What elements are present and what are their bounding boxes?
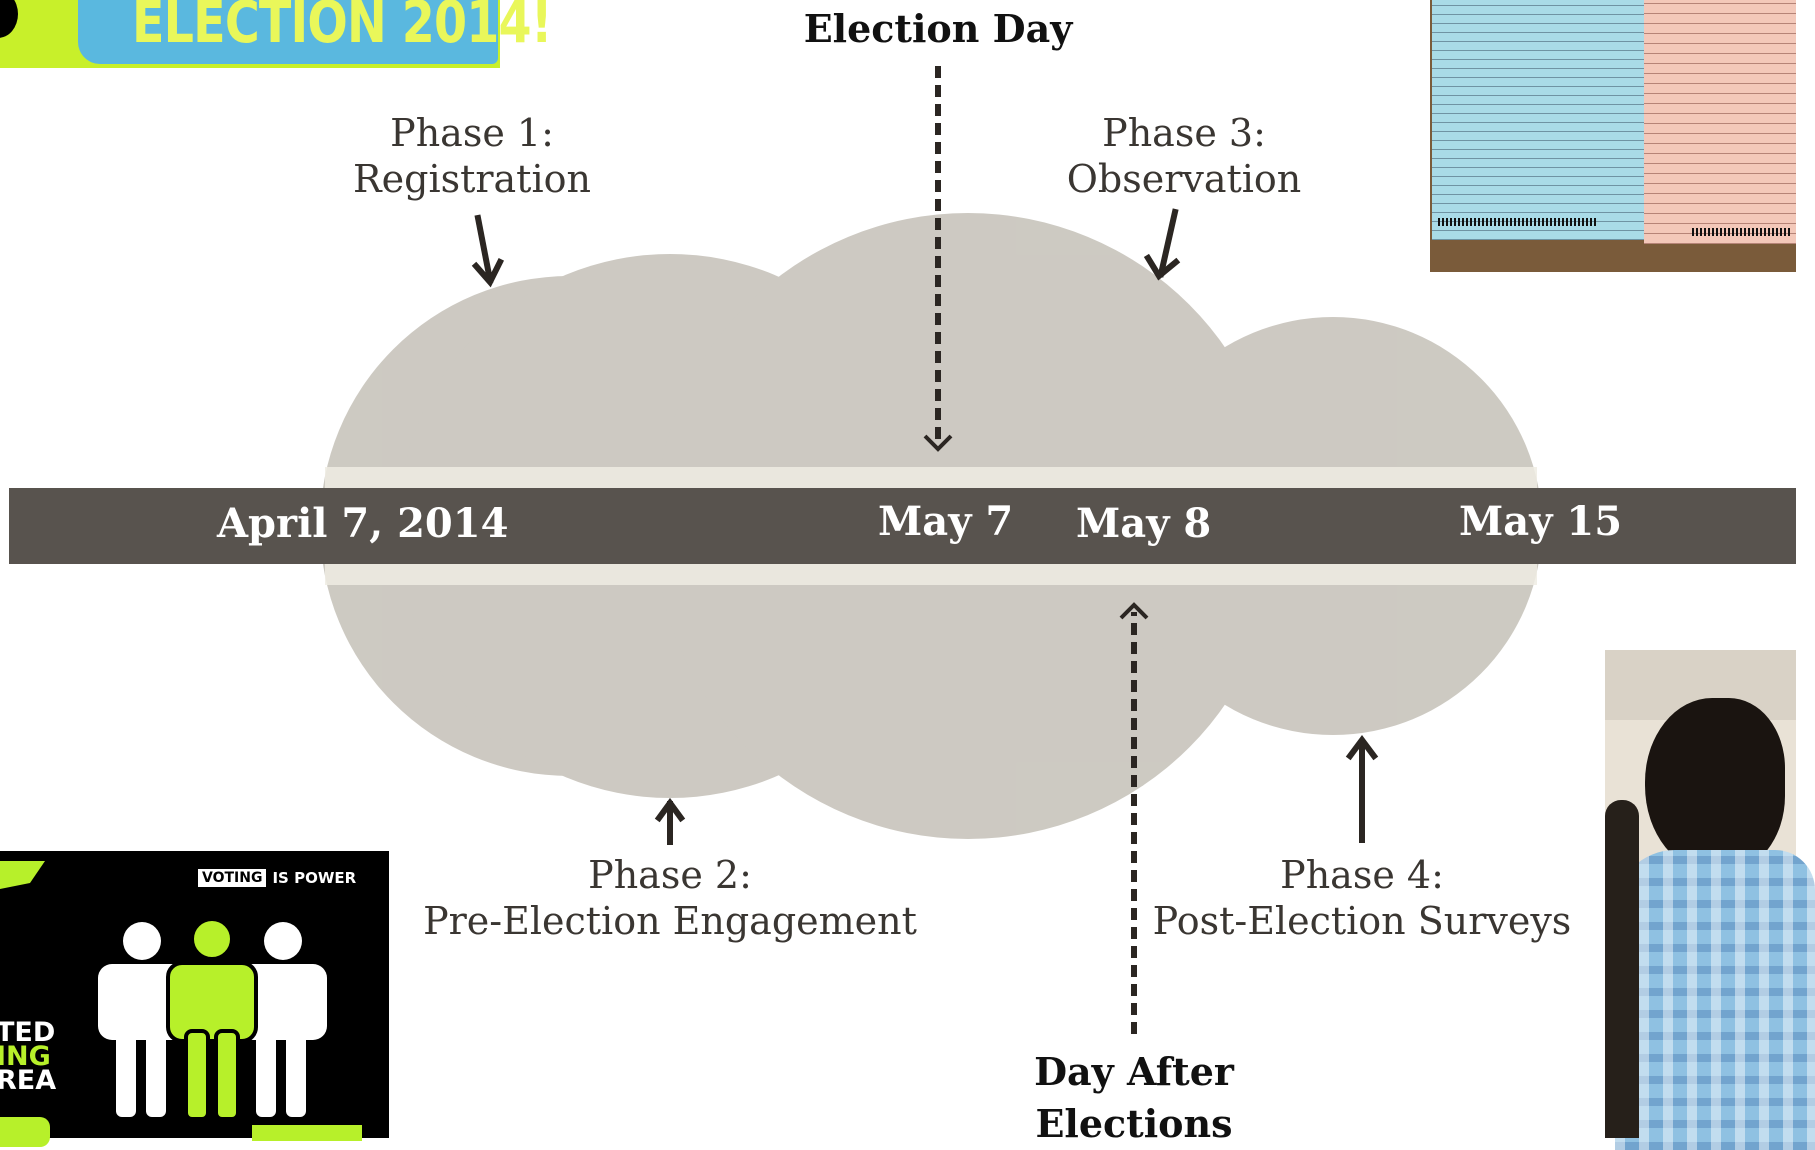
phase-2-subtitle: Pre-Election Engagement bbox=[423, 899, 917, 943]
date-may-15: May 15 bbox=[1459, 498, 1623, 545]
banner-text: ELECTION 2014! bbox=[132, 0, 553, 56]
form-photo bbox=[1430, 0, 1796, 272]
day-after-line-1: Day After bbox=[1034, 1049, 1234, 1094]
phase-1-title: Phase 1: bbox=[390, 111, 554, 155]
election-day-label: Election Day bbox=[803, 6, 1073, 51]
phase-1-arrowhead bbox=[471, 257, 505, 288]
poster-badge-suffix: IS POWER bbox=[272, 869, 357, 887]
banner-panel bbox=[78, 0, 498, 64]
phase-4-label: Phase 4: Post-Election Surveys bbox=[1112, 852, 1612, 944]
timeline-stripe-bottom bbox=[325, 564, 1537, 585]
date-may-7: May 7 bbox=[878, 498, 1014, 545]
phase-2-title: Phase 2: bbox=[588, 853, 752, 897]
timeline-diagram bbox=[9, 66, 1796, 1034]
phase-3-subtitle: Observation bbox=[1066, 157, 1302, 201]
phase-1-label: Phase 1: Registration bbox=[322, 110, 622, 202]
person-shirt bbox=[1615, 850, 1815, 1150]
barcode-right bbox=[1692, 228, 1792, 236]
person-head bbox=[1645, 698, 1785, 873]
phase-3-label: Phase 3: Observation bbox=[1034, 110, 1334, 202]
background-person bbox=[1605, 800, 1639, 1138]
phase-4-title: Phase 4: bbox=[1280, 853, 1444, 897]
phase-4-subtitle: Post-Election Surveys bbox=[1152, 899, 1572, 943]
poster-side-text: TED ING REA bbox=[0, 1017, 57, 1096]
phase-1-subtitle: Registration bbox=[353, 157, 591, 201]
phase-3-arrow bbox=[1157, 208, 1179, 278]
phase-3-title: Phase 3: bbox=[1102, 111, 1266, 155]
phase-2-arrowhead bbox=[654, 797, 686, 823]
pink-form-sheet bbox=[1644, 0, 1796, 244]
poster-badge-box: VOTING bbox=[198, 869, 267, 887]
poster-figures bbox=[0, 861, 362, 1147]
poster-side-line-1: TED bbox=[0, 1017, 56, 1048]
phase-1-arrow bbox=[474, 214, 494, 284]
poster-side-line-3: REA bbox=[0, 1065, 57, 1096]
timeline-bar bbox=[9, 488, 1796, 564]
election-day-arrowhead bbox=[923, 434, 953, 452]
day-after-arrowhead bbox=[1119, 602, 1149, 620]
phase-3-arrowhead bbox=[1143, 253, 1181, 281]
day-after-line-2: Elections bbox=[1035, 1101, 1233, 1146]
day-after-label: Day After Elections bbox=[984, 1046, 1284, 1150]
voting-poster: VOTING IS POWER TED ING REA bbox=[0, 851, 389, 1147]
date-may-8: May 8 bbox=[1076, 500, 1212, 547]
poster-badge: VOTING IS POWER bbox=[198, 866, 356, 890]
timeline-stripe-top bbox=[325, 467, 1537, 488]
blue-form-sheet bbox=[1432, 0, 1672, 240]
person-photo bbox=[1605, 650, 1815, 1150]
phase-2-label: Phase 2: Pre-Election Engagement bbox=[420, 852, 920, 944]
date-april-7: April 7, 2014 bbox=[217, 500, 509, 547]
banner-logo-shape bbox=[0, 0, 18, 38]
phase-4-arrowhead bbox=[1345, 735, 1379, 761]
poster-side-line-2: ING bbox=[0, 1041, 51, 1072]
election-2014-banner: ELECTION 2014! bbox=[0, 0, 553, 68]
barcode-left bbox=[1438, 218, 1598, 226]
